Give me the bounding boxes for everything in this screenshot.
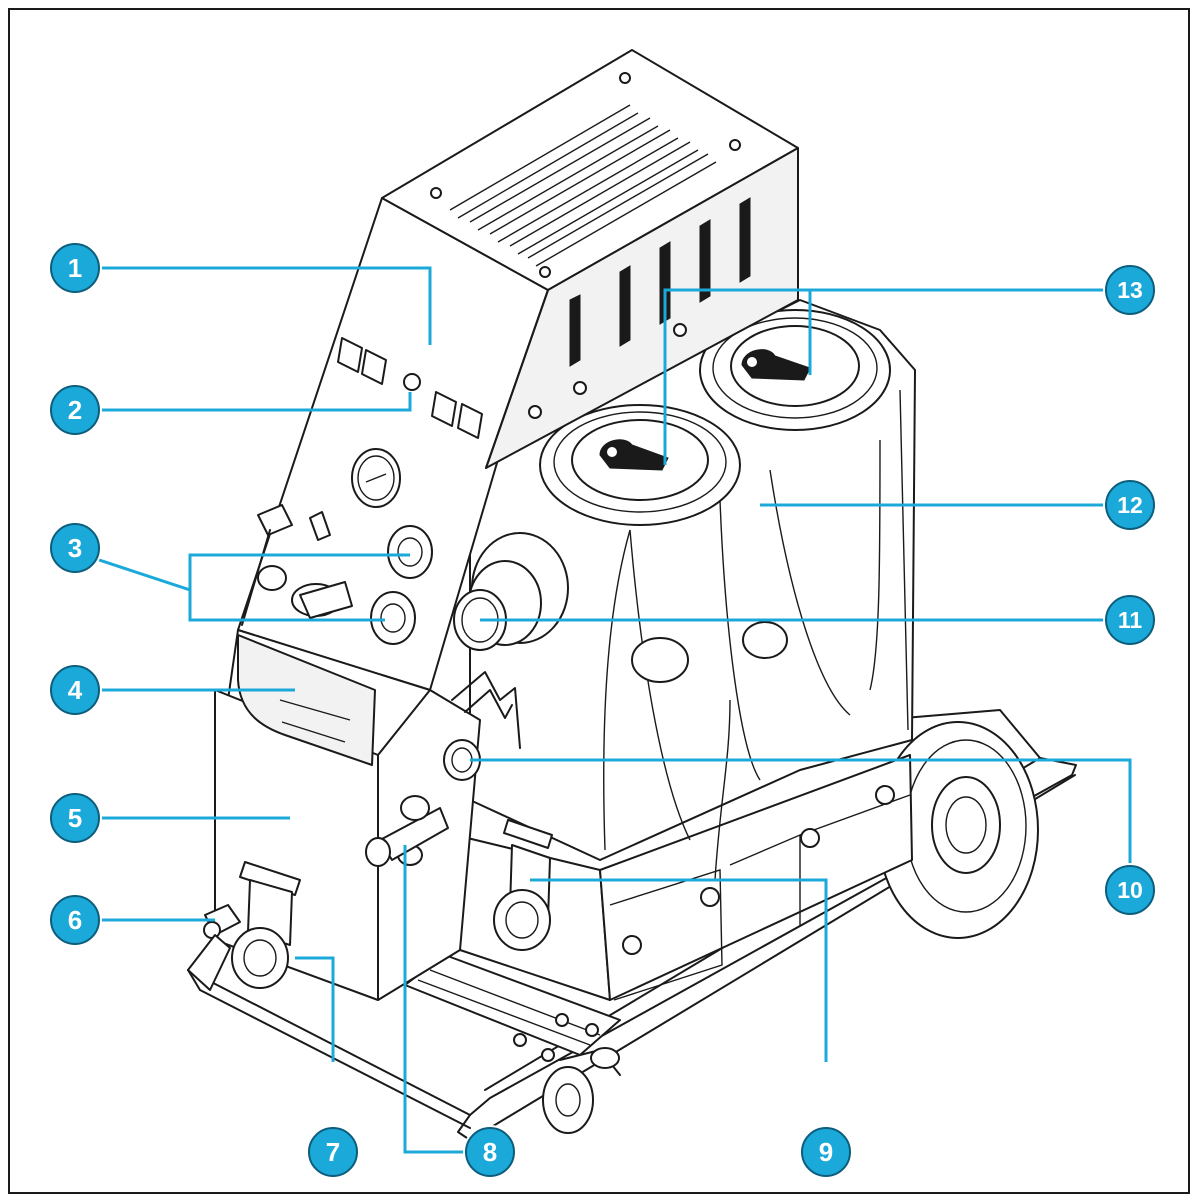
panel-controls: [241, 337, 483, 645]
callout-badge-6: 6: [48, 893, 102, 947]
callout-number-3: 3: [68, 533, 82, 563]
logo-mark: [451, 671, 521, 749]
callout-badge-3: 3: [48, 521, 102, 575]
rear-wheel: [877, 721, 1039, 939]
callout-number-11: 11: [1118, 607, 1143, 633]
callout-badge-1: 1: [48, 241, 102, 295]
electronics-housing: [381, 49, 799, 469]
diagram-frame: [8, 8, 1190, 1194]
leader-line-7: [295, 956, 335, 1062]
callout-badges: 1 2 3 4 5 6 7 8: [48, 241, 1157, 1179]
machine-illustration: [187, 49, 1077, 1141]
callout-badge-7: 7: [306, 1125, 360, 1179]
callout-number-2: 2: [68, 395, 82, 425]
dump-valve-left: [187, 861, 301, 991]
leader-line-2: [100, 392, 412, 412]
callout-badge-8: 8: [463, 1125, 517, 1179]
leader-line-1: [100, 266, 432, 345]
callout-number-4: 4: [68, 675, 83, 705]
callout-number-6: 6: [68, 905, 82, 935]
callout-badge-13: 13: [1103, 263, 1157, 317]
dump-valve-right: [493, 819, 553, 951]
callout-badge-4: 4: [48, 663, 102, 717]
callout-badge-2: 2: [48, 383, 102, 437]
callout-badge-12: 12: [1103, 478, 1157, 532]
leader-line-8: [403, 845, 466, 1154]
cart-frame: [187, 709, 1077, 1141]
callout-number-10: 10: [1117, 877, 1143, 903]
callout-badge-9: 9: [799, 1125, 853, 1179]
leader-line-13: [663, 288, 1105, 465]
callout-lines: [74, 266, 1132, 1154]
callout-number-13: 13: [1117, 277, 1143, 303]
caster-wheel: [542, 1047, 621, 1134]
leader-line-9: [530, 878, 828, 1062]
tank-lids: [539, 309, 891, 526]
callout-number-9: 9: [819, 1137, 833, 1167]
callout-number-8: 8: [483, 1137, 497, 1167]
top-vents: [449, 104, 717, 267]
callout-badge-10: 10: [1103, 863, 1157, 917]
leader-line-3: [74, 550, 410, 622]
callout-number-7: 7: [326, 1137, 340, 1167]
callout-number-12: 12: [1117, 492, 1143, 518]
callout-badge-5: 5: [48, 791, 102, 845]
callout-badge-11: 11: [1103, 593, 1157, 647]
side-vents: [569, 197, 751, 367]
callout-number-1: 1: [68, 253, 82, 283]
callout-number-5: 5: [68, 803, 82, 833]
leader-line-10: [470, 758, 1132, 865]
